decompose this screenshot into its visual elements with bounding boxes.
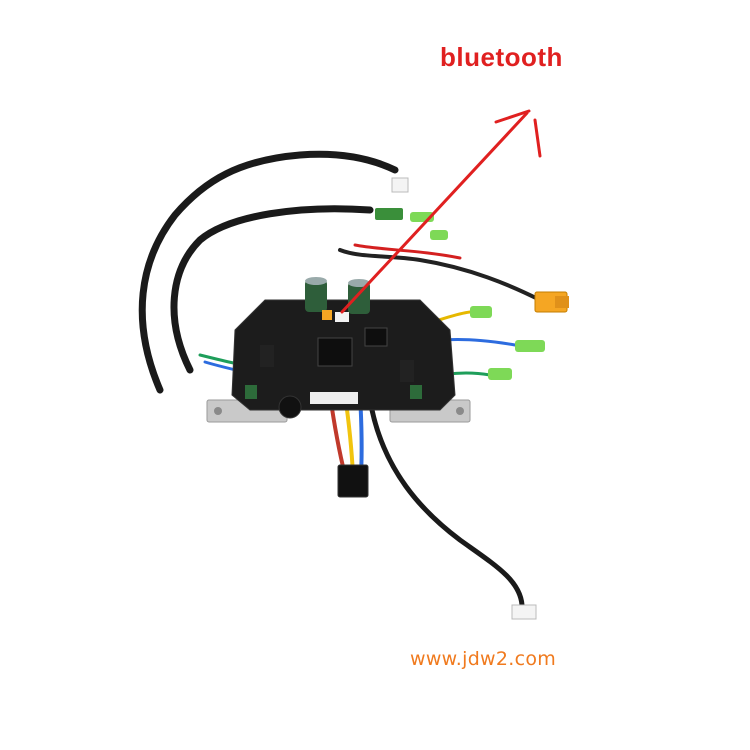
harness-plug-black xyxy=(337,464,369,498)
microcontroller-chip xyxy=(317,337,353,367)
sensor-connector-top xyxy=(391,177,409,193)
power-plug xyxy=(534,291,569,313)
driver-chip xyxy=(364,327,388,347)
annotation-arrow xyxy=(340,109,542,314)
circuit-board xyxy=(231,277,456,419)
orange-header-connector xyxy=(322,310,332,320)
sensor-connector-bottom xyxy=(511,604,537,620)
buzzer xyxy=(278,395,302,419)
bluetooth-label: bluetooth xyxy=(440,42,563,72)
bluetooth-header-connector xyxy=(335,312,349,322)
website-watermark: www.jdw2.com xyxy=(410,648,557,670)
capacitor-left xyxy=(305,277,327,312)
